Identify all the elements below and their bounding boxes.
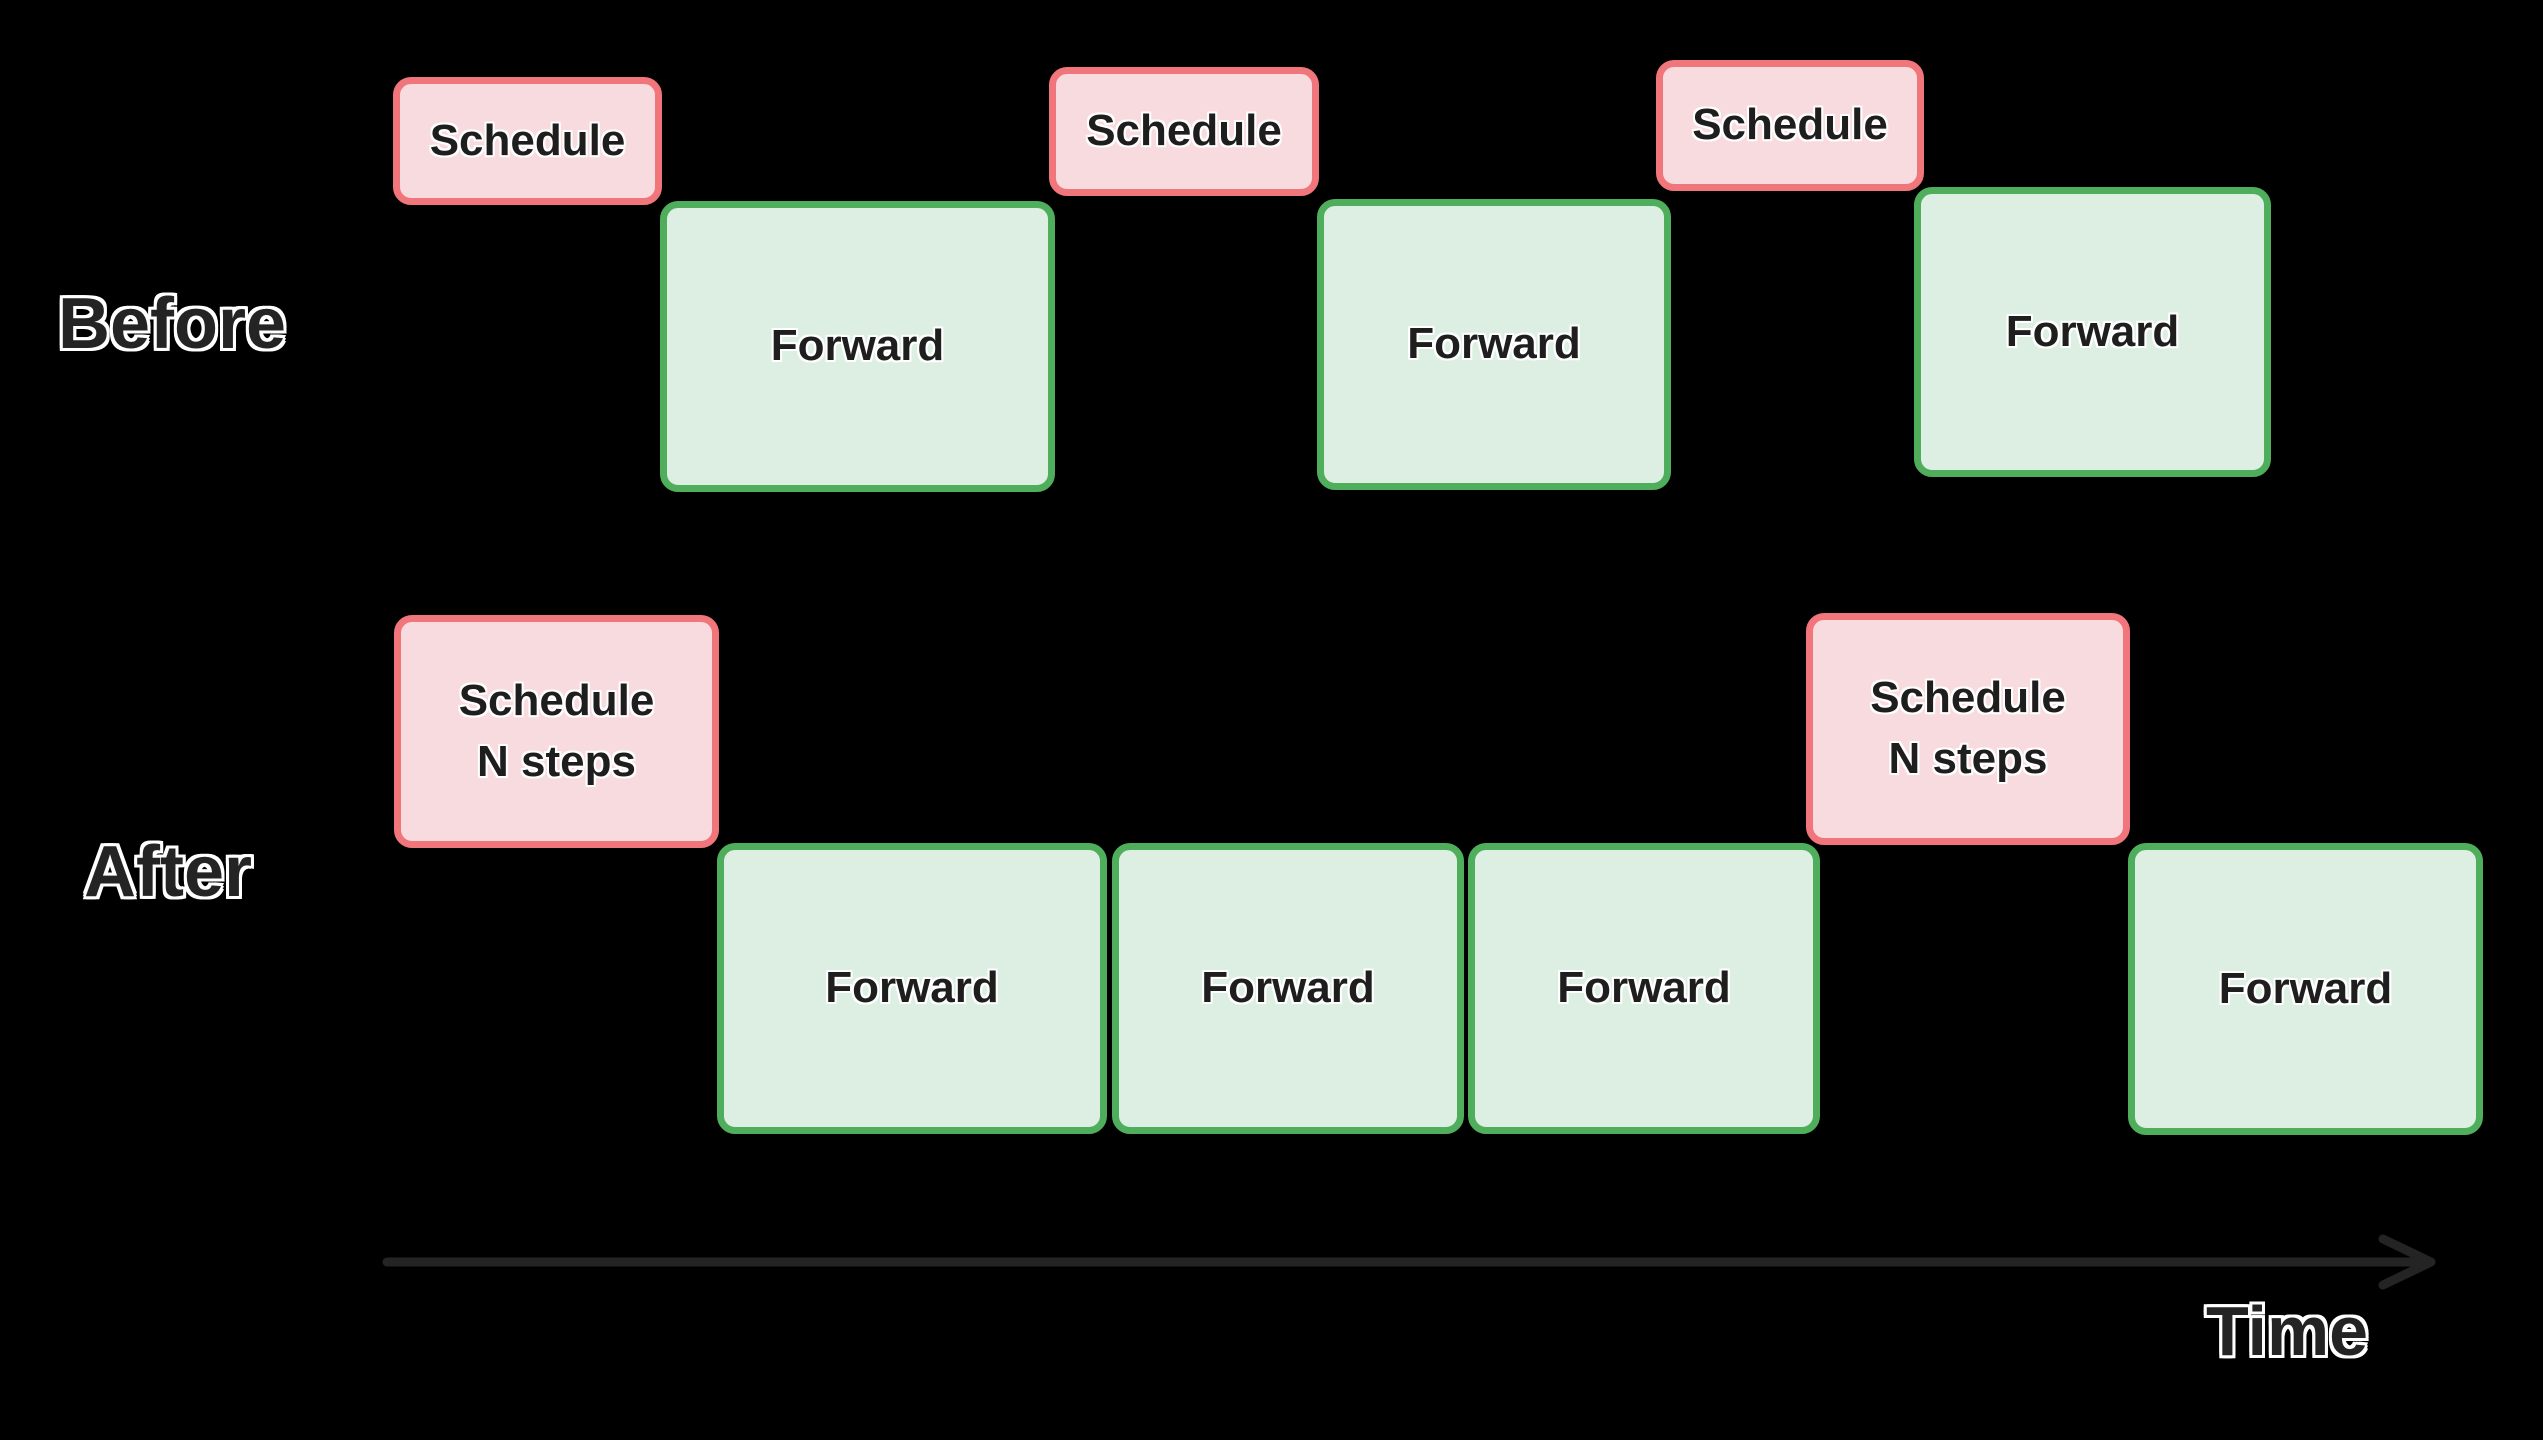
- forward-box-label: Forward: [2005, 306, 2180, 356]
- forward-box-label: Forward: [1557, 963, 1731, 1013]
- after-forward-box-4: Forward: [2128, 843, 2483, 1135]
- before-forward-box-3: Forward: [1914, 187, 2271, 477]
- before-schedule-box-3: Schedule: [1656, 60, 1924, 191]
- schedule-box-label: Schedule: [1870, 673, 2066, 723]
- after-forward-box-2: Forward: [1112, 843, 1464, 1134]
- before-schedule-box-1: Schedule: [393, 77, 662, 205]
- after-schedule-n-steps-box-2: Schedule N steps: [1806, 613, 2130, 845]
- arrow-head-icon: [2378, 1234, 2436, 1290]
- after-forward-box-1: Forward: [717, 843, 1107, 1134]
- before-row-label: Before: [58, 284, 287, 364]
- after-row-label: After: [84, 832, 253, 912]
- schedule-box-sublabel: N steps: [477, 736, 636, 786]
- schedule-box-label: Schedule: [458, 675, 655, 725]
- before-forward-box-2: Forward: [1317, 199, 1671, 490]
- forward-box-label: Forward: [825, 963, 999, 1013]
- after-forward-box-3: Forward: [1468, 843, 1820, 1134]
- schedule-box-label: Schedule: [429, 115, 626, 165]
- time-axis-arrow: [382, 1234, 2436, 1290]
- forward-box-label: Forward: [1201, 963, 1375, 1013]
- time-axis-label: Time: [2206, 1292, 2369, 1370]
- after-schedule-n-steps-box-1: Schedule N steps: [394, 615, 719, 848]
- before-forward-box-1: Forward: [660, 201, 1055, 492]
- schedule-box-label: Schedule: [1692, 100, 1888, 150]
- before-schedule-box-2: Schedule: [1049, 67, 1319, 196]
- forward-box-label: Forward: [1407, 319, 1581, 369]
- schedule-box-sublabel: N steps: [1888, 734, 2048, 783]
- forward-box-label: Forward: [770, 321, 945, 371]
- forward-box-label: Forward: [2218, 963, 2393, 1013]
- schedule-box-label: Schedule: [1086, 106, 1282, 156]
